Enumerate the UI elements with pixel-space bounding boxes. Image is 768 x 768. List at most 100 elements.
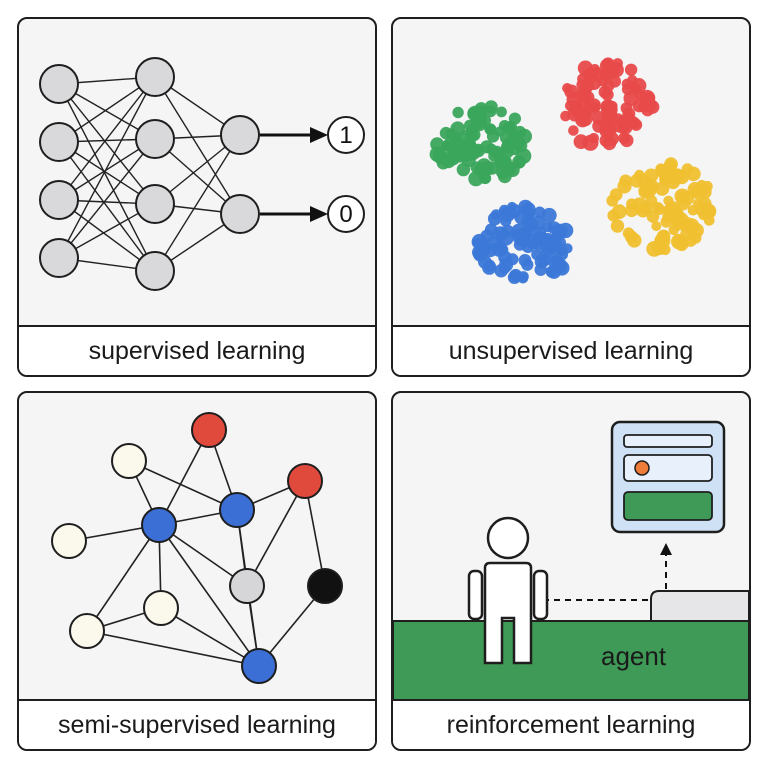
nn-node (135, 119, 175, 159)
cluster-dot (646, 241, 663, 257)
agent-environment-diagram (393, 420, 749, 704)
cluster-dot (473, 247, 488, 262)
cluster-dot (624, 230, 638, 244)
graph-edge (160, 607, 260, 667)
cluster-dot (602, 79, 615, 92)
cluster-dot (589, 101, 601, 113)
graph-node (141, 507, 177, 543)
nn-edge (58, 83, 156, 205)
cluster-dot (662, 211, 674, 223)
cluster-dot (687, 204, 699, 216)
nn-edge (154, 134, 241, 272)
cluster-dot (518, 254, 532, 267)
nn-node (135, 57, 175, 97)
cluster-dot (494, 154, 509, 169)
cluster-dot (630, 118, 643, 131)
nn-node (39, 122, 79, 162)
cluster-dot (497, 244, 509, 256)
cluster-dot (576, 89, 592, 105)
cluster-dot (666, 175, 680, 190)
cluster-dot (601, 88, 614, 101)
cluster-dot (509, 130, 522, 143)
graph-node (143, 590, 179, 626)
cluster-dot (645, 100, 660, 114)
cluster-dot (497, 169, 512, 184)
cluster-dot (456, 162, 471, 177)
cluster-dot (467, 105, 484, 122)
cluster-dot (545, 265, 558, 278)
nn-edge (154, 76, 241, 215)
cluster-dot (480, 163, 491, 174)
neural-network-diagram: 10 (39, 57, 365, 291)
cluster-dot (624, 63, 638, 76)
cluster-dot (606, 111, 618, 122)
graph-node (191, 412, 227, 448)
graph-node (51, 523, 87, 559)
output-node (327, 195, 365, 233)
graph-edge (246, 480, 306, 587)
cluster-dot (452, 106, 464, 119)
cluster-dot (530, 215, 546, 231)
supervised-learning-caption: supervised learning (19, 325, 375, 375)
cluster-dot (672, 234, 685, 246)
graph-node (69, 613, 105, 649)
graph-node (241, 648, 277, 684)
cluster-dot (681, 163, 694, 175)
graph-edge (158, 524, 260, 667)
arrow-head-icon (310, 206, 328, 222)
cluster-dot (679, 216, 694, 231)
cluster-dot (588, 69, 599, 80)
cluster-dot (657, 229, 670, 242)
cluster-dot (546, 234, 561, 249)
graph-diagram (51, 412, 343, 684)
cluster-dot (619, 174, 632, 188)
cluster-dot (524, 207, 536, 219)
nn-edge (58, 83, 156, 272)
nn-node (39, 180, 79, 220)
nn-edge (58, 138, 156, 259)
cluster-dot (577, 73, 589, 85)
cluster-dot (684, 234, 697, 247)
ground (393, 620, 749, 704)
graph-edge (128, 460, 238, 511)
cluster-dot (560, 110, 571, 122)
cluster-dot (655, 181, 670, 196)
semi-supervised-learning-caption: semi-supervised learning (19, 699, 375, 749)
cluster-dot (534, 206, 546, 218)
arrow-head-icon (310, 127, 328, 143)
nn-node (220, 115, 260, 155)
cluster-dot (643, 92, 656, 104)
cluster-dot (541, 207, 557, 223)
cluster-dot (639, 202, 653, 215)
nn-node (39, 64, 79, 104)
cluster-dot (582, 134, 599, 151)
cluster-dot (470, 161, 483, 174)
cluster-dot (629, 83, 641, 95)
cluster-dot (627, 74, 638, 85)
cluster-dot (508, 143, 520, 156)
output-label: 1 (339, 122, 352, 149)
cluster-dot (704, 206, 716, 219)
cluster-dot (651, 221, 662, 232)
cluster-dot (556, 248, 569, 261)
nn-node (39, 238, 79, 278)
cluster-dot (606, 194, 619, 207)
cluster-dot (618, 132, 630, 145)
clusters-diagram (429, 57, 717, 284)
cluster-dot (439, 126, 453, 140)
cluster-dot (539, 247, 551, 259)
person-icon (467, 516, 549, 665)
cluster-dot (564, 84, 579, 99)
semi-supervised-learning-panel: semi-supervised learning (17, 391, 377, 751)
graph-node (111, 443, 147, 479)
nn-node (220, 194, 260, 234)
cluster-dot (695, 183, 712, 200)
cluster-dot (610, 219, 625, 233)
cluster-dot (500, 215, 512, 227)
output-label: 0 (339, 201, 352, 228)
nn-edge (58, 76, 156, 201)
graph-node (307, 568, 343, 604)
unsupervised-learning-caption: unsupervised learning (393, 325, 749, 375)
graph-edge (86, 630, 260, 667)
